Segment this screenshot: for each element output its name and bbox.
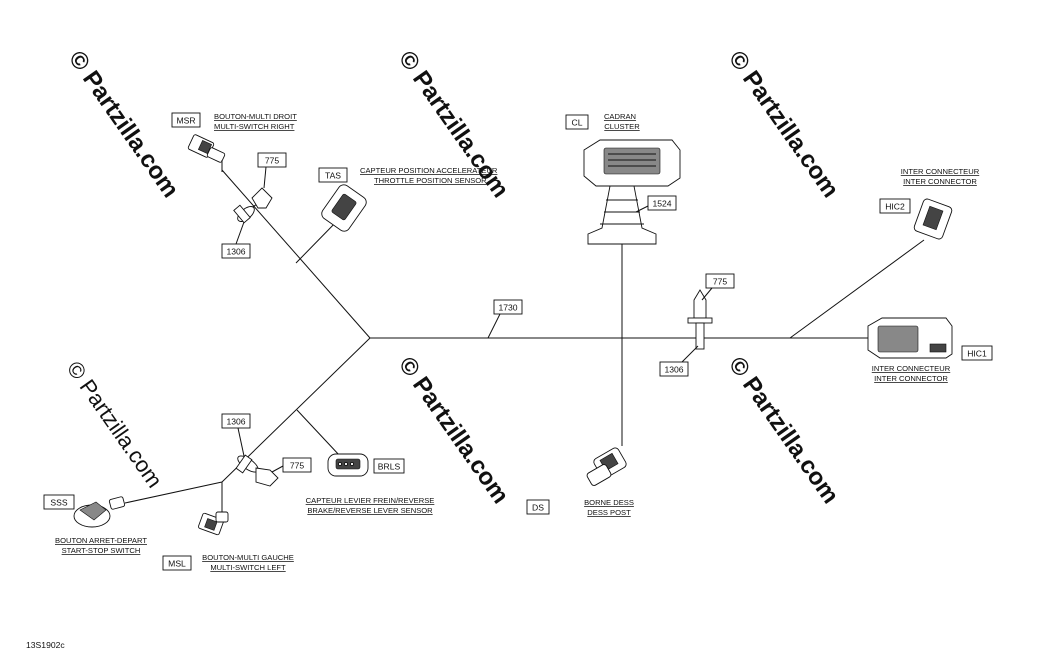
part-775-right-label: 775	[713, 277, 728, 287]
ds-connector	[586, 447, 627, 486]
part-1524-box	[647, 195, 677, 211]
sss-caption-fr: BOUTON ARRET-DEPART	[55, 536, 147, 545]
part-775-left-label: 775	[290, 461, 305, 471]
part-775-left-box	[282, 457, 312, 473]
tas-caption-fr: CAPTEUR POSITION ACCELERATEUR	[360, 166, 498, 175]
branch-brls-wire	[296, 409, 341, 457]
branch-hic2-wire	[789, 239, 925, 339]
branch-upper-wire	[221, 169, 371, 339]
plug-775-top	[251, 187, 273, 209]
msl-tag: MSL	[168, 559, 186, 569]
clip-1306-top	[233, 204, 255, 224]
msl-connector	[198, 511, 229, 536]
ds-tag: DS	[532, 503, 544, 513]
hic1-connector	[867, 317, 953, 359]
hic2-caption-en: INTER CONNECTOR	[903, 177, 977, 186]
sss-tag: SSS	[50, 498, 67, 508]
part-1730-label: 1730	[498, 303, 517, 313]
clip-1306-right	[695, 322, 705, 350]
msr-caption-en: MULTI-SWITCH RIGHT	[214, 122, 295, 131]
cl-caption-fr: CADRAN	[604, 112, 636, 121]
cl-caption-en: CLUSTER	[604, 122, 640, 131]
tas-tag-box	[318, 167, 348, 183]
hic2-connector	[913, 198, 953, 240]
tas-caption-en: THROTTLE POSITION SENSOR	[374, 176, 487, 185]
plug-775-left	[255, 467, 279, 487]
branch-sss-wire	[124, 481, 223, 504]
ds-caption-fr: BORNE DESS	[584, 498, 634, 507]
part-775-top-box	[257, 152, 287, 168]
brls-tag-box	[373, 458, 405, 474]
branch-tas-wire	[295, 217, 341, 264]
part-1306-right-box	[659, 361, 689, 377]
hic2-tag: HIC2	[885, 202, 905, 212]
hic1-caption-en: INTER CONNECTOR	[874, 374, 948, 383]
msl-tag-box	[162, 555, 192, 571]
part-775-top-label: 775	[265, 156, 280, 166]
hic1-tag: HIC1	[967, 349, 987, 359]
part-1306-top-label: 1306	[226, 247, 245, 257]
cl-tag: CL	[572, 118, 583, 128]
ds-tag-box	[526, 499, 550, 515]
cluster-component	[583, 139, 681, 187]
hic1-caption-fr: INTER CONNECTEUR	[872, 364, 951, 373]
sss-tag-box	[43, 494, 75, 510]
msr-caption-fr: BOUTON-MULTI DROIT	[214, 112, 297, 121]
part-1306-left-box	[221, 413, 251, 429]
tas-tag: TAS	[325, 171, 341, 181]
tas-connector	[321, 184, 367, 232]
brls-tag: BRLS	[378, 462, 401, 472]
brls-caption-en: BRAKE/REVERSE LEVER SENSOR	[307, 506, 433, 515]
cl-tag-box	[565, 114, 589, 130]
msr-tag: MSR	[176, 116, 195, 126]
watermark-top-left: © Partzilla.com	[63, 46, 184, 203]
sss-caption-en: START-STOP SWITCH	[62, 546, 141, 555]
brls-caption-fr: CAPTEUR LEVIER FREIN/REVERSE	[306, 496, 435, 505]
watermark-mid-center: © Partzilla.com	[393, 352, 514, 509]
part-1524-label: 1524	[652, 199, 671, 209]
ds-caption-en: DESS POST	[587, 508, 631, 517]
watermark-dark-left: © Partzilla.com	[62, 357, 168, 493]
plug-775-right	[687, 289, 713, 324]
watermark-top-right: © Partzilla.com	[723, 46, 844, 203]
part-1306-left-label: 1306	[226, 417, 245, 427]
msl-caption-en: MULTI-SWITCH LEFT	[210, 563, 286, 572]
clip-1306-left	[235, 454, 259, 474]
diagram-code: 13S1902c	[26, 640, 65, 650]
part-1730-box	[493, 299, 523, 315]
msl-caption-fr: BOUTON-MULTI GAUCHE	[202, 553, 294, 562]
hic2-caption-fr: INTER CONNECTEUR	[901, 167, 980, 176]
msr-connector	[187, 134, 226, 172]
part-775-right-box	[705, 273, 735, 289]
hic1-tag-box	[961, 345, 993, 361]
hic2-tag-box	[879, 198, 911, 214]
watermark-mid-right: © Partzilla.com	[723, 352, 844, 509]
part-1306-right-label: 1306	[664, 365, 683, 375]
sss-switch	[73, 496, 126, 528]
brls-connector	[327, 453, 369, 477]
boot-1524	[587, 185, 657, 245]
msr-tag-box	[171, 112, 201, 128]
